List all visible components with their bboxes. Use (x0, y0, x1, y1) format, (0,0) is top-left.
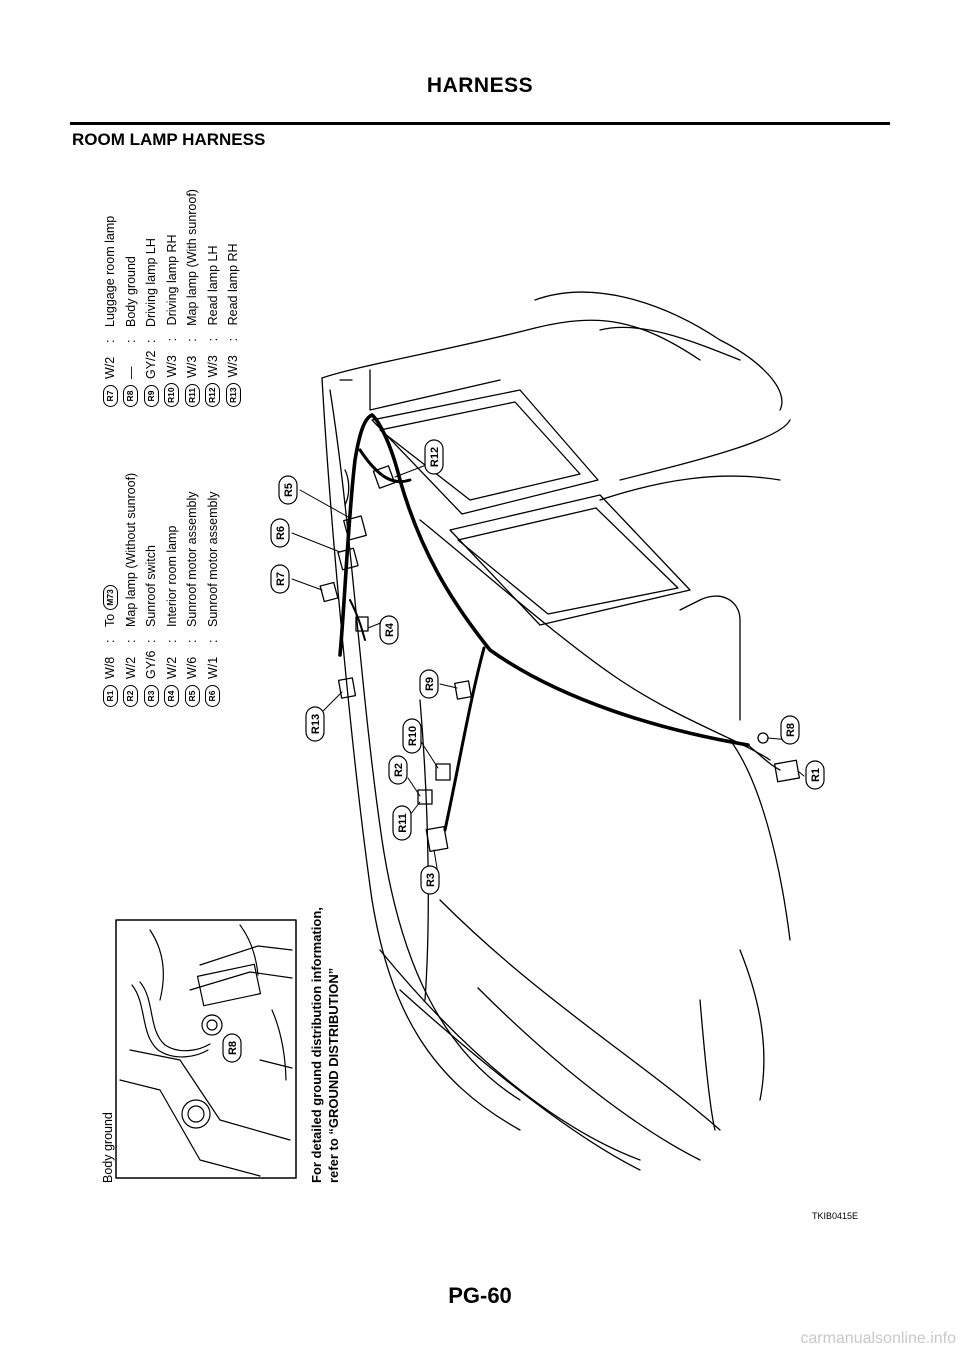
callout-r5: R5 (278, 475, 298, 505)
inset-frame (115, 919, 297, 1179)
callout-r12-text: R12 (429, 447, 441, 467)
harness-branch-r1 (747, 744, 781, 771)
harness-branch-front (443, 646, 486, 832)
harness-branch-rear (358, 448, 412, 484)
callout-r4: R4 (379, 615, 399, 645)
callout-r7-text: R7 (275, 572, 287, 586)
page-header-title: HARNESS (426, 74, 534, 97)
vehicle-outline (321, 291, 791, 1171)
callout-r8: R8 (780, 715, 800, 745)
figure-id: TKIB0415E (812, 1211, 859, 1221)
callout-r6: R6 (270, 518, 290, 548)
inset-callout-r8-text: R8 (227, 1041, 239, 1055)
callout-r1: R1 (805, 760, 825, 790)
callout-r3-text: R3 (425, 873, 437, 887)
section-title: ROOM LAMP HARNESS (72, 130, 266, 149)
inset-callout-r8: R8 (222, 1033, 242, 1063)
inset-label: Body ground (101, 1112, 115, 1183)
callout-r11-text: R11 (397, 813, 409, 833)
callout-r8-text: R8 (785, 723, 797, 737)
callout-r9-text: R9 (424, 677, 436, 691)
watermark: carmanualsonline.info (800, 1330, 956, 1347)
callout-r10: R10 (402, 718, 422, 754)
callout-leaders (291, 461, 805, 875)
callout-r13: R13 (305, 706, 325, 742)
callout-r2: R2 (388, 755, 408, 785)
callout-r11: R11 (392, 805, 412, 841)
callout-r12: R12 (424, 439, 444, 475)
header-rule (70, 122, 890, 125)
page-number: PG-60 (448, 1283, 512, 1308)
connector-blocks (319, 465, 801, 853)
callout-r4-text: R4 (384, 622, 396, 637)
harness-branch-mid (349, 599, 366, 641)
callout-r7: R7 (270, 564, 290, 594)
ground-distribution-note: For detailed ground distribution informa… (308, 907, 342, 1183)
callout-r2-text: R2 (393, 763, 405, 777)
ground-note-line2: refer to “GROUND DISTRIBUTION” (326, 967, 341, 1183)
callout-r5-text: R5 (283, 483, 295, 497)
callout-r3: R3 (420, 865, 440, 895)
callout-r13-text: R13 (310, 714, 322, 734)
callout-r10-text: R10 (407, 726, 419, 746)
callout-r1-text: R1 (810, 768, 822, 782)
inset-drawing (119, 924, 293, 1177)
ground-note-line1: For detailed ground distribution informa… (309, 907, 324, 1183)
callout-r9: R9 (419, 669, 439, 699)
callout-r6-text: R6 (275, 526, 287, 540)
main-harness (338, 413, 750, 747)
